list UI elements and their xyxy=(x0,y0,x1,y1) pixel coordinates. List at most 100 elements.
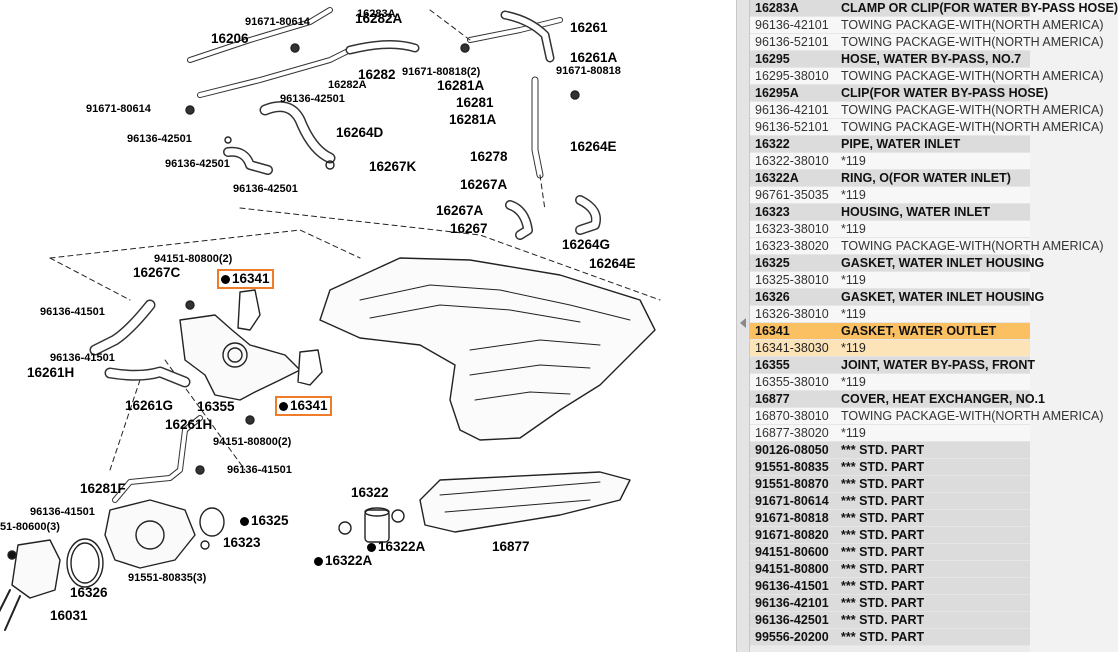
callout-text: 16206 xyxy=(211,31,249,46)
callout[interactable]: 51-80600(3) xyxy=(0,522,60,533)
parts-row[interactable]: 16325-38010*119 xyxy=(750,272,1030,289)
callout[interactable]: 16267C xyxy=(133,266,180,280)
parts-row[interactable]: 16355-38010*119 xyxy=(750,374,1030,391)
parts-row[interactable]: 91671-80818*** STD. PART xyxy=(750,510,1030,527)
callout[interactable]: 16261 xyxy=(570,21,608,35)
callout[interactable]: 96136-42501 xyxy=(233,184,298,195)
callout[interactable]: 96136-42501 xyxy=(165,159,230,170)
callout[interactable]: 91671-80818(2) xyxy=(402,67,480,78)
callout[interactable]: 16282 xyxy=(358,68,396,82)
callout[interactable]: 16264D xyxy=(336,126,383,140)
callout[interactable]: 94151-80800(2) xyxy=(154,254,232,265)
parts-row[interactable]: 90126-08050*** STD. PART xyxy=(750,442,1030,459)
callout[interactable]: 16322A xyxy=(367,540,425,554)
callout[interactable]: 91551-80835(3) xyxy=(128,573,206,584)
callout[interactable]: 16283A xyxy=(357,9,396,20)
callout[interactable]: 16281 xyxy=(456,96,494,110)
callout[interactable]: 16261A xyxy=(570,51,617,65)
parts-row[interactable]: 94151-80600*** STD. PART xyxy=(750,544,1030,561)
callout[interactable]: 16261G xyxy=(125,399,173,413)
callout[interactable]: 16278 xyxy=(470,150,508,164)
callout[interactable]: 16264E xyxy=(570,140,617,154)
part-description: TOWING PACKAGE-WITH(NORTH AMERICA) xyxy=(841,69,1104,83)
callout-text: 16264D xyxy=(336,125,384,140)
callout[interactable]: 16267A xyxy=(460,178,507,192)
callout[interactable]: 91671-80614 xyxy=(245,17,310,28)
callout-highlighted[interactable]: 16341 xyxy=(275,396,332,416)
callout[interactable]: 16031 xyxy=(50,609,88,623)
callout[interactable]: 16323 xyxy=(223,536,261,550)
callout[interactable]: 91671-80614 xyxy=(86,104,151,115)
callout[interactable]: 96136-42501 xyxy=(127,134,192,145)
callout[interactable]: 16281F xyxy=(80,482,126,496)
part-number: 96136-41501 xyxy=(755,579,829,593)
callout[interactable]: 16281A xyxy=(437,79,484,93)
part-number: 16355-38010 xyxy=(755,375,829,389)
callout[interactable]: 94151-80800(2) xyxy=(213,437,291,448)
parts-row[interactable]: 96761-35035*119 xyxy=(750,187,1030,204)
parts-row[interactable]: 16877-38020*119 xyxy=(750,425,1030,442)
callout[interactable]: 16264E xyxy=(589,257,636,271)
part-description: TOWING PACKAGE-WITH(NORTH AMERICA) xyxy=(841,18,1104,32)
callout[interactable]: 16261H xyxy=(165,418,212,432)
callout[interactable]: 91671-80818 xyxy=(556,66,621,77)
parts-row[interactable]: 96136-42501*** STD. PART xyxy=(750,612,1030,629)
part-number: 16326-38010 xyxy=(755,307,829,321)
callout[interactable]: 16267K xyxy=(369,160,416,174)
parts-row[interactable]: 91671-80820*** STD. PART xyxy=(750,527,1030,544)
callout[interactable]: 16206 xyxy=(211,32,249,46)
parts-row[interactable]: 94151-80800*** STD. PART xyxy=(750,561,1030,578)
callout[interactable]: 96136-41501 xyxy=(227,465,292,476)
callout[interactable]: 16877 xyxy=(492,540,530,554)
callout[interactable]: 16322A xyxy=(314,554,372,568)
callout[interactable]: 16355 xyxy=(197,400,235,414)
callout[interactable]: 96136-41501 xyxy=(50,353,115,364)
callout[interactable]: 16281A xyxy=(449,113,496,127)
non-reusable-part-dot-icon xyxy=(240,517,249,526)
collapse-arrow-icon[interactable] xyxy=(740,318,746,328)
parts-row[interactable]: 16323-38010*119 xyxy=(750,221,1030,238)
callout[interactable]: 16267 xyxy=(450,222,488,236)
callout[interactable]: 16326 xyxy=(70,586,108,600)
parts-row[interactable]: 91551-80835*** STD. PART xyxy=(750,459,1030,476)
panel-splitter[interactable] xyxy=(736,0,750,652)
callout[interactable]: 16261H xyxy=(27,366,74,380)
callout[interactable]: 16267A xyxy=(436,204,483,218)
parts-row[interactable]: 16326-38010*119 xyxy=(750,306,1030,323)
parts-row[interactable]: 91551-80870*** STD. PART xyxy=(750,476,1030,493)
callout[interactable]: 96136-41501 xyxy=(30,507,95,518)
callout-highlighted[interactable]: 16341 xyxy=(217,269,274,289)
callout[interactable]: 16325 xyxy=(240,514,289,528)
callout-text: 16341 xyxy=(232,271,270,286)
callout[interactable]: 16322 xyxy=(351,486,389,500)
callout[interactable]: 16282A xyxy=(328,80,367,91)
parts-row[interactable]: 16341-38030*119 xyxy=(750,340,1030,357)
parts-row[interactable]: 91671-80614*** STD. PART xyxy=(750,493,1030,510)
parts-row[interactable]: 96136-42101*** STD. PART xyxy=(750,595,1030,612)
callout[interactable]: 96136-42501 xyxy=(280,94,345,105)
parts-row[interactable]: 16322-38010*119 xyxy=(750,153,1030,170)
parts-row[interactable]: 99556-20200*** STD. PART xyxy=(750,629,1030,646)
callout[interactable]: 16282A xyxy=(355,12,402,26)
callout[interactable]: 16264G xyxy=(562,238,610,252)
callout[interactable]: 96136-41501 xyxy=(40,307,105,318)
parts-row[interactable]: 96136-41501*** STD. PART xyxy=(750,578,1030,595)
